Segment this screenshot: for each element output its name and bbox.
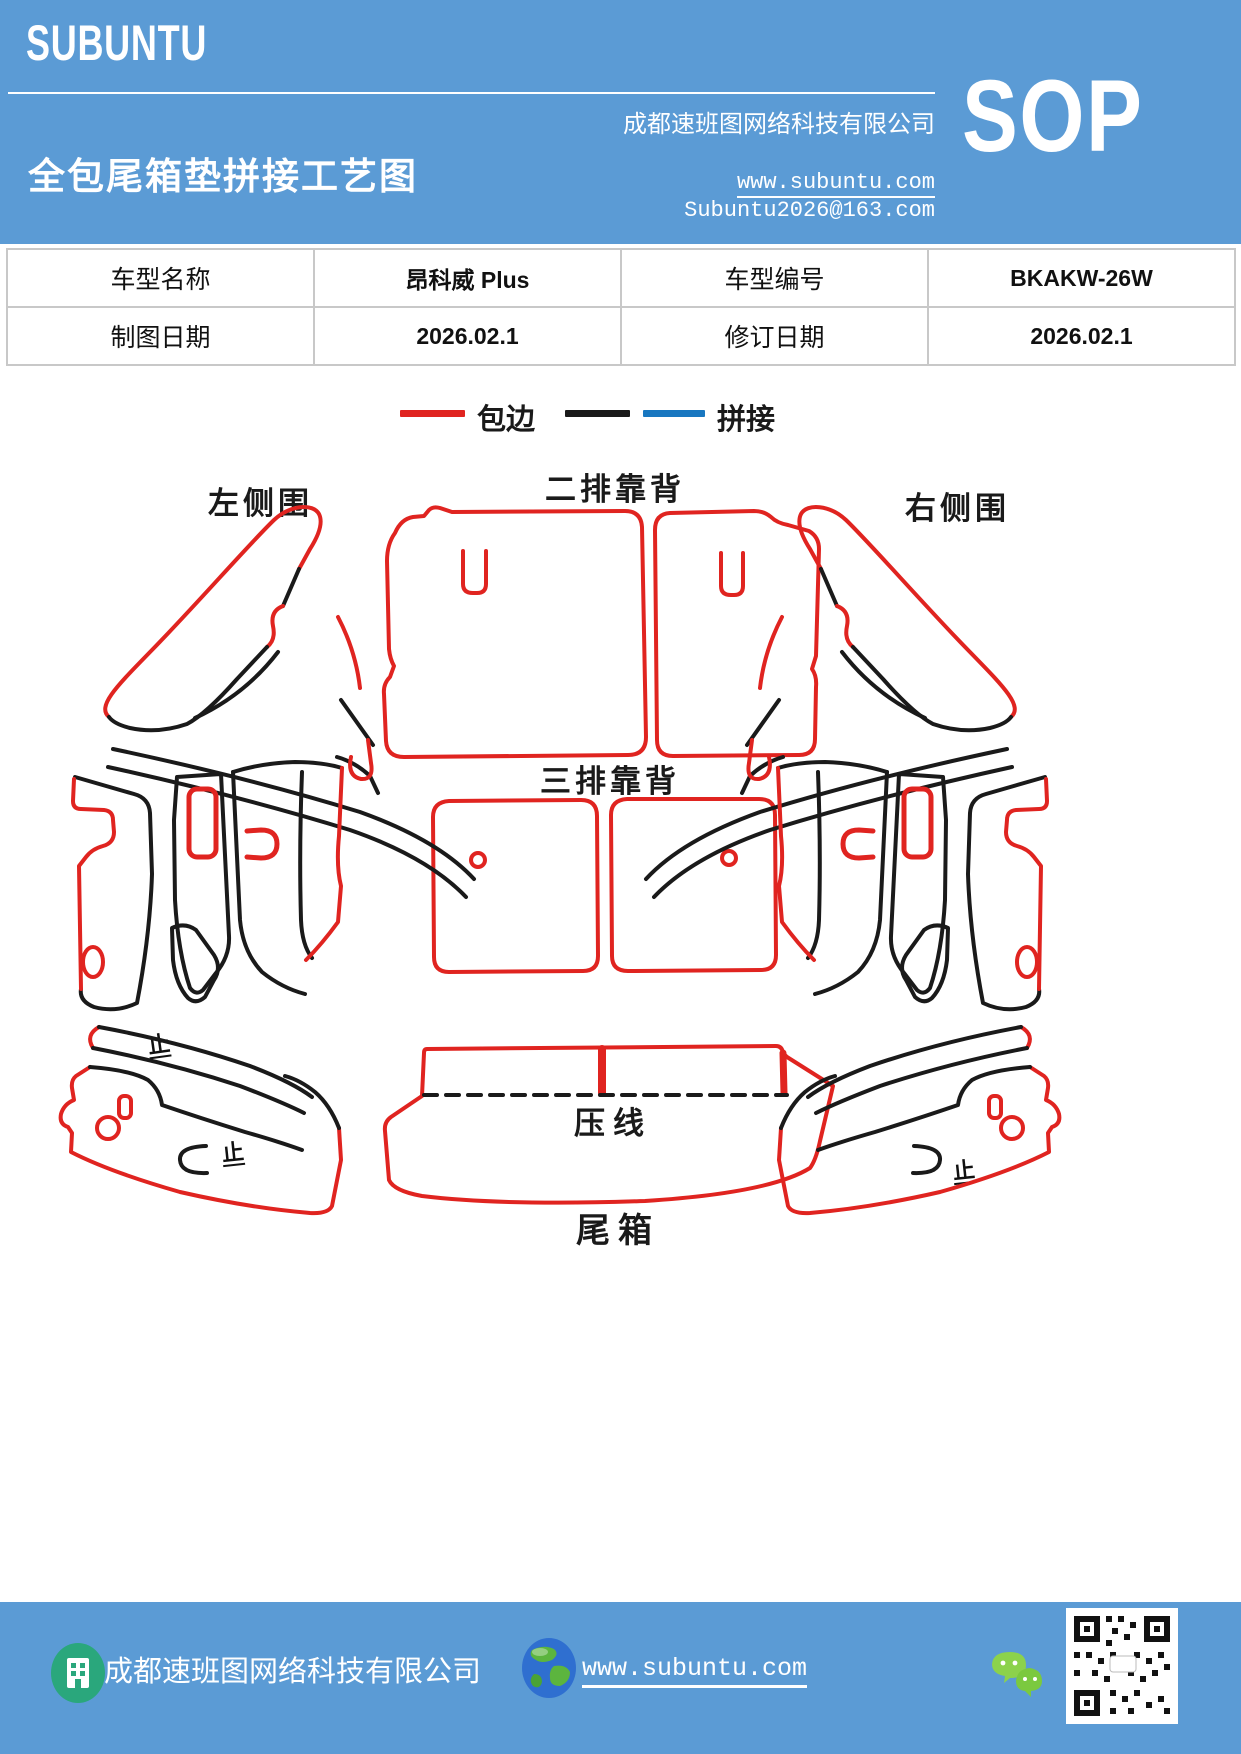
table-cell-model-label: 车型名称 bbox=[8, 250, 315, 308]
trunk-piece-shape bbox=[382, 1044, 835, 1205]
label-left-side-panel: 左侧围 bbox=[208, 486, 313, 521]
footer-company-name: 成都速班图网络科技有限公司 bbox=[104, 1656, 482, 1688]
header-email: Subuntu2026@163.com bbox=[684, 198, 935, 223]
legend-splice-blue-line bbox=[643, 410, 705, 417]
third-row-left-piece-shape bbox=[431, 798, 600, 974]
label-press-line: 压线 bbox=[574, 1106, 652, 1141]
wechat-icon bbox=[992, 1652, 1042, 1697]
table-cell-revdate-value: 2026.02.1 bbox=[929, 308, 1236, 366]
header-company-name: 成都速班图网络科技有限公司 bbox=[623, 112, 935, 138]
label-right-side-panel: 右侧围 bbox=[905, 491, 1010, 526]
globe-icon bbox=[522, 1638, 576, 1698]
qr-code bbox=[1066, 1608, 1178, 1724]
legend-edge-line bbox=[400, 410, 465, 417]
table-cell-model-value: 昂科威 Plus bbox=[315, 250, 622, 308]
company-building-icon bbox=[51, 1643, 105, 1703]
table-cell-code-value: BKAKW-26W bbox=[929, 250, 1236, 308]
footer-website-link[interactable]: www.subuntu.com bbox=[582, 1654, 808, 1688]
page-title: 全包尾箱垫拼接工艺图 bbox=[28, 157, 418, 198]
legend-edge-label: 包边 bbox=[477, 404, 536, 436]
second-row-right-piece-shape bbox=[653, 509, 821, 758]
right-side-panel-shape bbox=[646, 507, 1059, 1213]
third-row-right-piece-shape bbox=[609, 797, 778, 973]
table-cell-code-label: 车型编号 bbox=[622, 250, 929, 308]
brand-logo: SUBUNTU bbox=[26, 15, 208, 71]
vehicle-info-table: 车型名称 昂科威 Plus 车型编号 BKAKW-26W 制图日期 2026.0… bbox=[6, 248, 1236, 366]
footer-band: 成都速班图网络科技有限公司 www.subuntu.com bbox=[0, 1602, 1241, 1754]
sop-badge: SOP bbox=[962, 59, 1144, 173]
table-cell-drawdate-value: 2026.02.1 bbox=[315, 308, 622, 366]
label-third-row-backrest: 三排靠背 bbox=[540, 764, 680, 799]
header-divider bbox=[8, 92, 935, 94]
header-website-link[interactable]: www.subuntu.com bbox=[620, 170, 935, 198]
label-second-row-backrest: 二排靠背 bbox=[545, 472, 685, 507]
second-row-left-piece-shape bbox=[381, 505, 648, 759]
trunk-flap-right-edge bbox=[779, 1049, 788, 1097]
table-cell-drawdate-label: 制图日期 bbox=[8, 308, 315, 366]
table-cell-revdate-label: 修订日期 bbox=[622, 308, 929, 366]
label-trunk: 尾箱 bbox=[576, 1213, 660, 1250]
header-band: SUBUNTU 全包尾箱垫拼接工艺图 成都速班图网络科技有限公司 www.sub… bbox=[0, 0, 1241, 244]
left-side-panel-shape bbox=[58, 505, 476, 1216]
legend-splice-black-line bbox=[565, 410, 630, 417]
legend-splice-label: 拼接 bbox=[717, 404, 776, 436]
